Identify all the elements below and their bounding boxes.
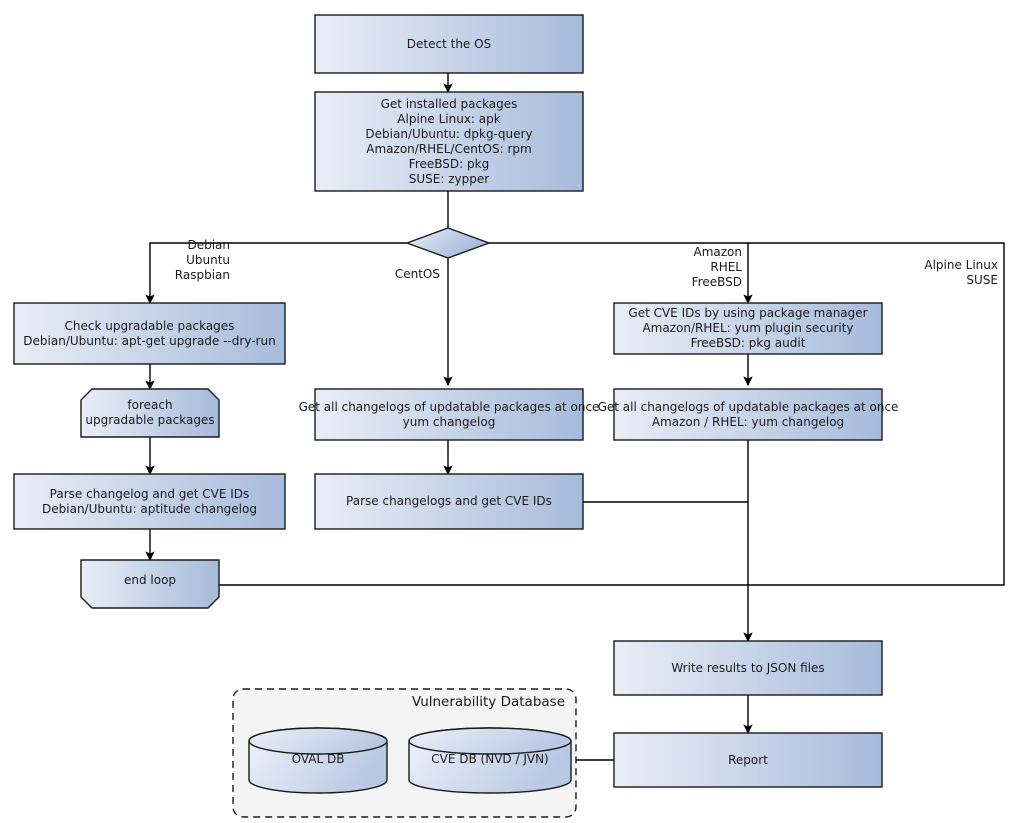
database-oval-db-shape	[248, 727, 388, 794]
edge-label-alpine-branch: Alpine Linux SUSE	[900, 258, 998, 288]
vulnerability-database-title: Vulnerability Database	[411, 694, 565, 710]
debian-label-2: Raspbian	[174, 268, 230, 282]
node-parse-changelogs-centos-shape	[314, 473, 584, 530]
node-os-decision-shape	[404, 227, 492, 259]
amazon-label-1: RHEL	[710, 260, 742, 274]
node-changelogs-centos-shape	[314, 388, 584, 441]
node-get-cve-ids-pkgmgr-shape	[613, 302, 883, 355]
debian-label-1: Ubuntu	[186, 253, 230, 267]
alpine-label-0: Alpine Linux	[924, 258, 998, 272]
database-cve-db-label[interactable]: CVE DB (NVD / JVN)	[431, 752, 549, 766]
centos-label-0: CentOS	[394, 267, 440, 281]
node-detect-os-shape	[314, 14, 584, 74]
node-report-shape	[613, 732, 883, 788]
amazon-label-0: Amazon	[693, 245, 743, 259]
alpine-label-1: SUSE	[966, 273, 998, 287]
edge-decision-to-debian	[145, 242, 407, 305]
database-cve-db-shape	[408, 727, 572, 794]
node-check-upgradable-shape	[13, 302, 286, 365]
edge-label-centos-branch: CentOS	[368, 267, 440, 282]
debian-label-0: Debian	[187, 238, 230, 252]
edge-label-debian-branch: Debian Ubuntu Raspbian	[155, 238, 230, 283]
edge-label-amazon-branch: Amazon RHEL FreeBSD	[660, 245, 742, 290]
edge-decision-to-alpine	[218, 242, 1005, 586]
node-write-json-shape	[613, 640, 883, 696]
node-changelogs-amazon-shape	[613, 388, 883, 441]
node-parse-changelog-deb-shape	[13, 473, 286, 530]
amazon-label-2: FreeBSD	[691, 275, 742, 289]
node-end-loop-shape	[80, 559, 220, 609]
node-get-installed-packages-shape	[314, 91, 584, 192]
database-oval-db-label[interactable]: OVAL DB	[291, 752, 345, 766]
node-foreach-loop-shape	[80, 388, 220, 438]
